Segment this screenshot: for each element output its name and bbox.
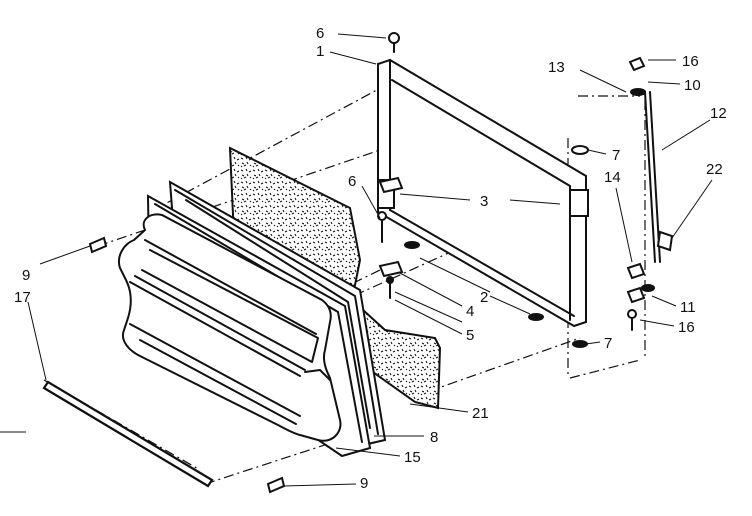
callout-13: 13	[548, 59, 565, 76]
callout-9-bottom: 9	[360, 475, 368, 492]
callout-9-left: 9	[22, 267, 30, 284]
callout-17: 17	[14, 289, 31, 306]
callout-16-top: 16	[682, 53, 699, 70]
callout-21: 21	[472, 405, 489, 422]
callout-22: 22	[706, 161, 723, 178]
callout-7-top: 7	[612, 147, 620, 164]
callout-4: 4	[466, 303, 474, 320]
callout-8: 8	[430, 429, 438, 446]
callout-labels: 6 1 6 3 2 4 5 7 7 13 16 10 12 22 14 11 1…	[14, 25, 727, 492]
leader-lines	[27, 33, 713, 487]
door-handle-trim	[42, 380, 214, 488]
callout-6-mid: 6	[348, 173, 356, 190]
callout-15: 15	[404, 449, 421, 466]
callout-3: 3	[480, 193, 488, 210]
callout-1: 1	[316, 43, 324, 60]
loose-screws	[88, 236, 286, 494]
callout-10: 10	[684, 77, 701, 94]
callout-5: 5	[466, 327, 474, 344]
callout-7-bottom: 7	[604, 335, 612, 352]
callout-2: 2	[480, 289, 488, 306]
callout-14: 14	[604, 169, 621, 186]
callout-16-bottom: 16	[678, 319, 695, 336]
hinge-hardware	[377, 145, 589, 348]
callout-11: 11	[680, 299, 696, 316]
top-screw	[388, 32, 400, 53]
callout-12: 12	[710, 105, 727, 122]
callout-6-top: 6	[316, 25, 324, 42]
door-liner	[118, 213, 342, 442]
right-hardware	[626, 56, 674, 331]
